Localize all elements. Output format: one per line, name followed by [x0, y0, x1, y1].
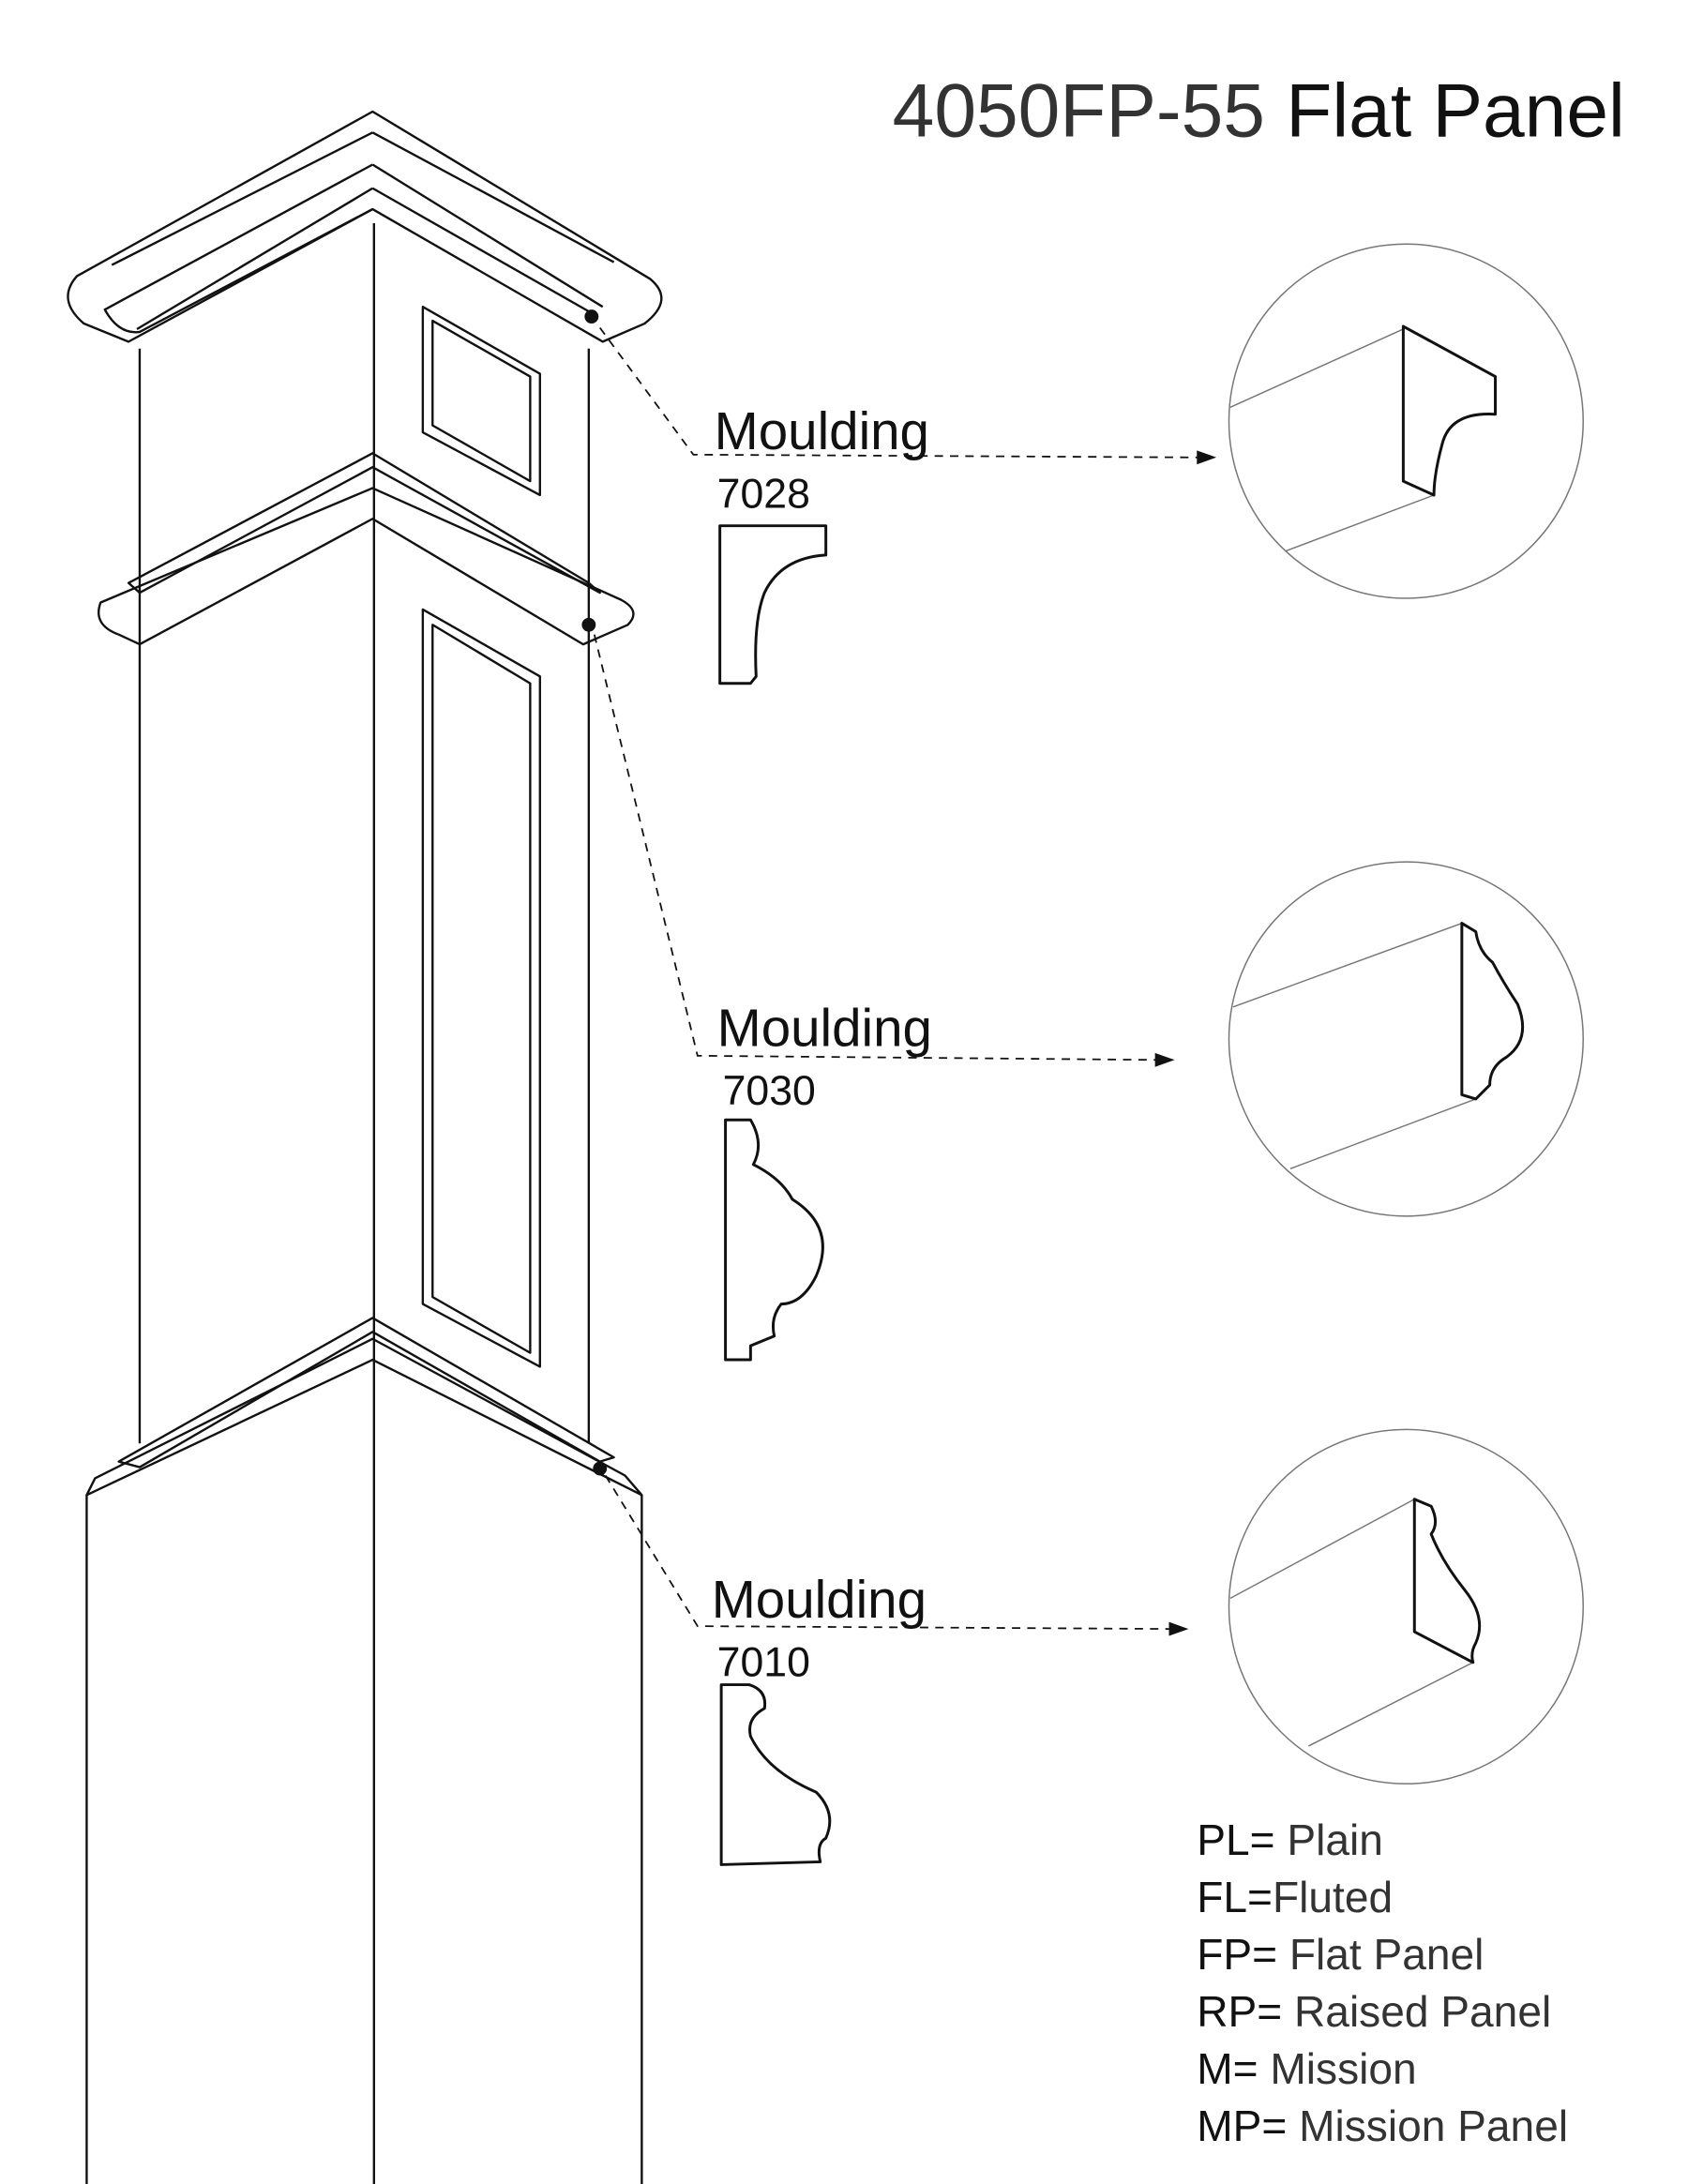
page-title: 4050FP-55 Flat Panel [893, 69, 1625, 154]
callout-7010: Moulding 7010 [712, 1570, 927, 1866]
legend-item: M= Mission [1197, 2044, 1416, 2093]
column-drawing [67, 110, 663, 2184]
legend-item: FL=Fluted [1197, 1873, 1393, 1921]
legend-item: FP= Flat Panel [1197, 1930, 1484, 1979]
legend-item: PL= Plain [1197, 1815, 1383, 1864]
detail-circle-7028 [1228, 243, 1584, 599]
callout-7028: Moulding 7028 [715, 401, 929, 685]
callout-7030: Moulding 7030 [717, 998, 932, 1362]
svg-text:Moulding: Moulding [717, 998, 932, 1057]
legend-item: MP= Mission Panel [1197, 2101, 1568, 2150]
detail-circle-7030 [1228, 861, 1584, 1217]
svg-text:7030: 7030 [723, 1068, 816, 1114]
legend-item: RP= Raised Panel [1197, 1987, 1551, 2036]
svg-text:Moulding: Moulding [712, 1570, 927, 1629]
svg-text:7028: 7028 [717, 471, 810, 517]
svg-text:7010: 7010 [717, 1640, 810, 1686]
abbreviation-legend: PL= Plain FL=Fluted FP= Flat Panel RP= R… [1197, 1815, 1568, 2150]
svg-text:Moulding: Moulding [715, 401, 929, 460]
detail-circle-7010 [1228, 1428, 1584, 1785]
